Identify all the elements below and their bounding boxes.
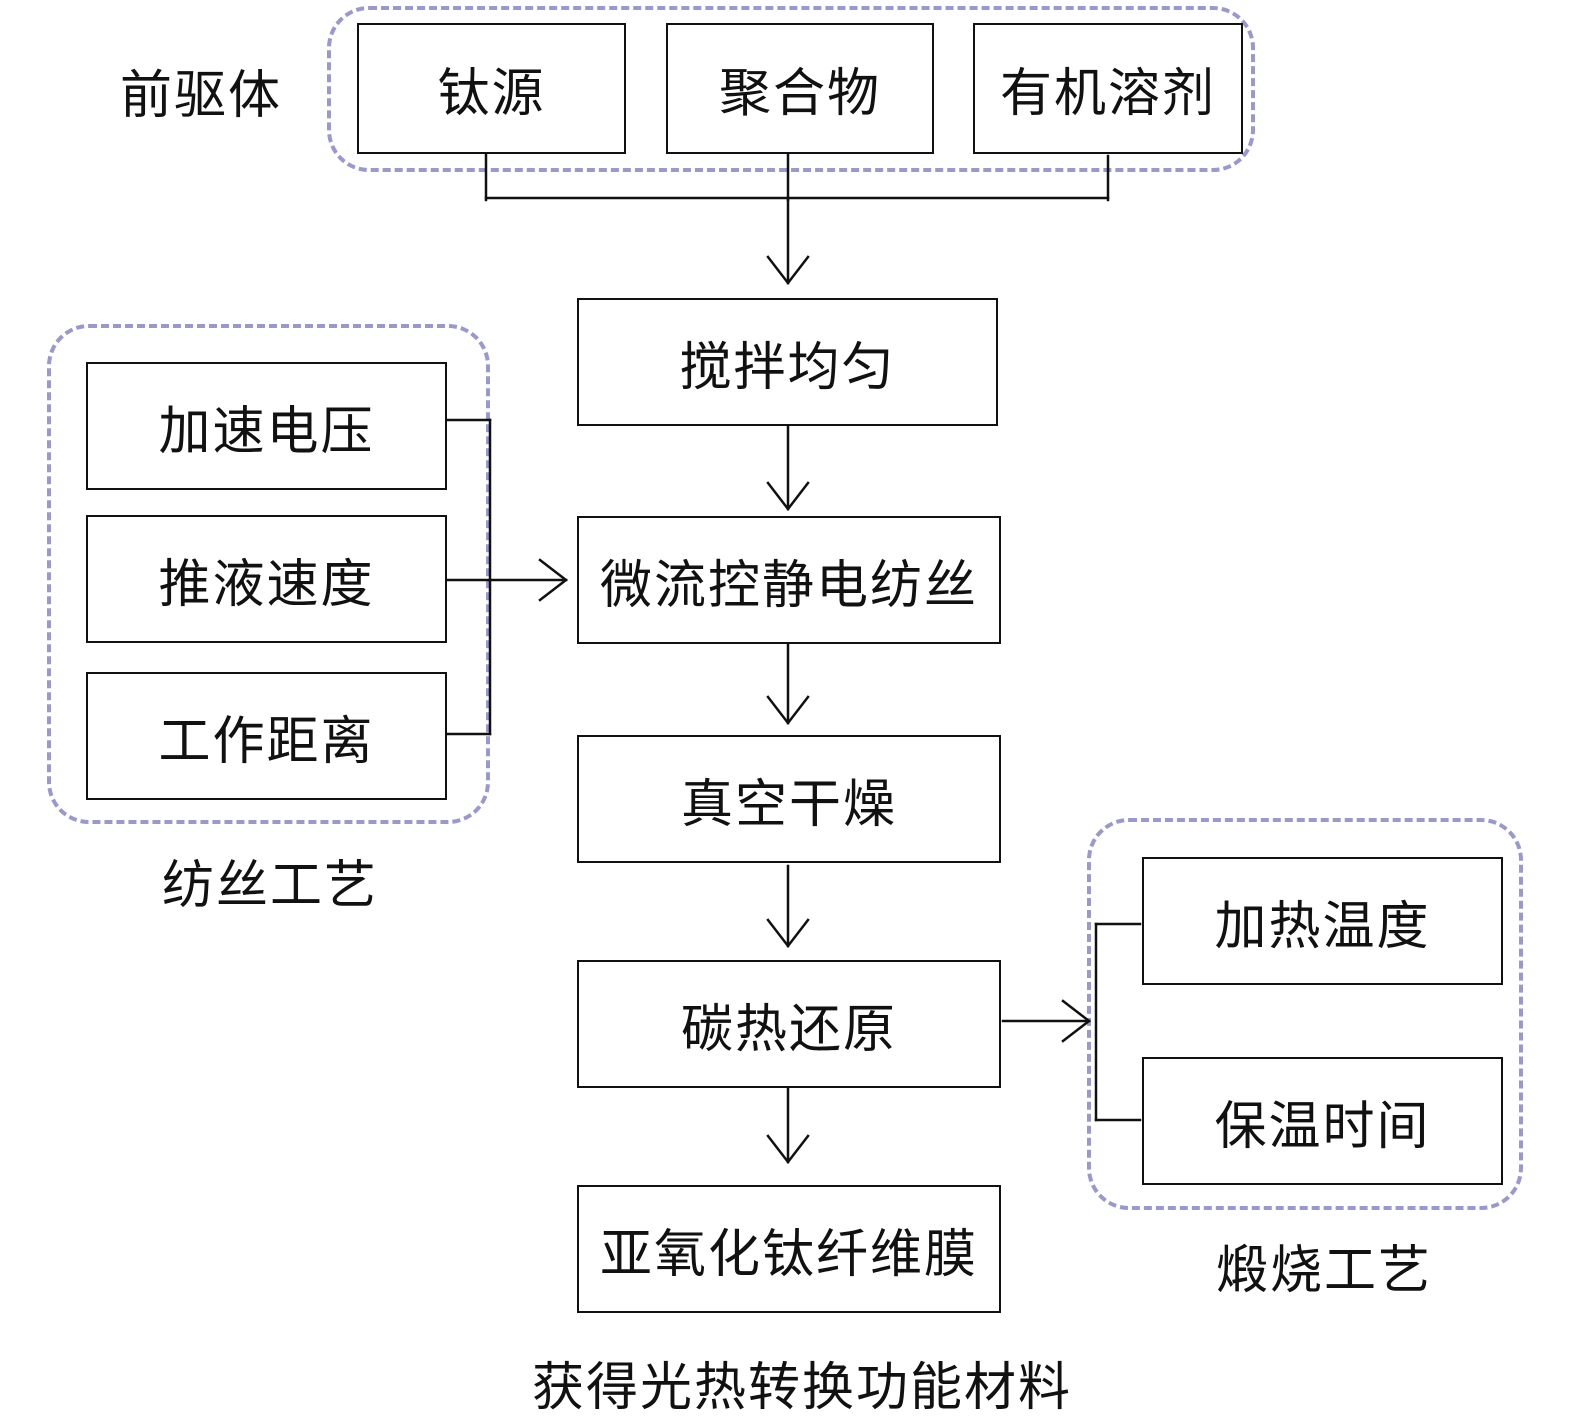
working-distance-box: 工作距离 [86, 672, 447, 800]
result-caption: 获得光热转换功能材料 [532, 1358, 1073, 1418]
arrow-head [766, 1134, 810, 1165]
arrow-head [538, 558, 569, 602]
step-fiber-membrane-box: 亚氧化钛纤维膜 [577, 1185, 1001, 1313]
step-electrospinning-box: 微流控静电纺丝 [577, 516, 1001, 644]
spinning-process-group-label: 纺丝工艺 [162, 856, 379, 916]
acceleration-voltage-box: 加速电压 [86, 362, 447, 490]
step-stirring-box: 搅拌均匀 [577, 298, 998, 426]
calcination-process-group-frame [1087, 818, 1523, 1210]
step-carbothermal-reduction-box: 碳热还原 [577, 960, 1001, 1088]
step-vacuum-drying-box: 真空干燥 [577, 735, 1001, 863]
precursor-group-frame [327, 6, 1255, 172]
arrow-head [766, 918, 810, 949]
calcination-process-group-label: 煅烧工艺 [1216, 1241, 1433, 1301]
titanium-source-box: 钛源 [357, 23, 626, 154]
precursor-group-label: 前驱体 [120, 66, 283, 126]
polymer-box: 聚合物 [666, 23, 934, 154]
arrow-head [766, 695, 810, 726]
heating-temperature-box: 加热温度 [1142, 857, 1503, 985]
feed-rate-box: 推液速度 [86, 515, 447, 643]
spinning-process-group-frame [47, 324, 490, 824]
arrow-head [766, 255, 810, 286]
organic-solvent-box: 有机溶剂 [973, 23, 1243, 154]
holding-time-box: 保温时间 [1142, 1057, 1503, 1185]
arrow-head [766, 481, 810, 512]
arrow-head [1061, 999, 1092, 1043]
